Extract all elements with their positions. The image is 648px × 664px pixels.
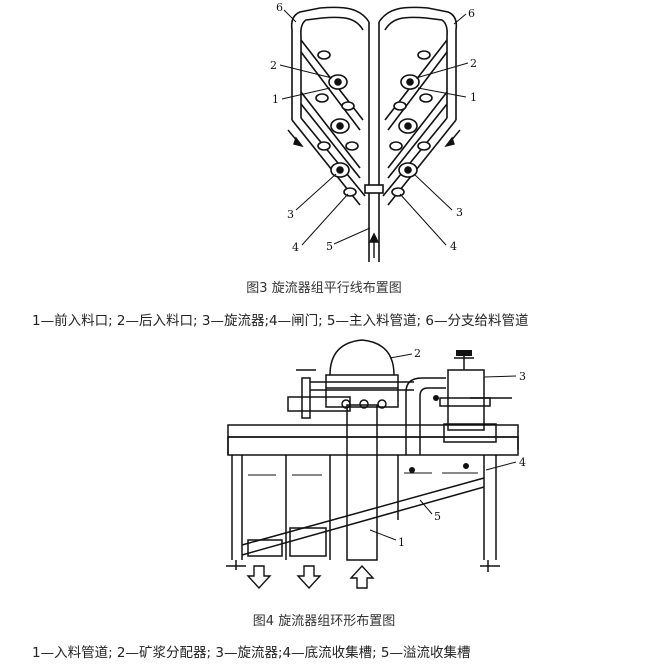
figure-3-legend: 1—前入料口; 2—后入料口; 3—旋流器;4—闸门; 5—主入料管道; 6—分… xyxy=(32,313,529,329)
fig3-callout-6-left: 6 xyxy=(276,1,283,14)
figure-4-ring-layout-diagram: 2 3 4 5 1 xyxy=(226,339,526,590)
figure-3-parallel-layout-diagram: 6 6 2 2 1 1 3 3 4 4 5 xyxy=(270,1,477,262)
fig3-callout-6-right: 6 xyxy=(468,7,475,20)
fig4-callout-4: 4 xyxy=(519,456,526,469)
fig4-callout-3: 3 xyxy=(519,370,526,383)
fig3-callout-3-left: 3 xyxy=(287,208,294,221)
figure-4-caption: 图4 旋流器组环形布置图 xyxy=(252,614,396,629)
fig4-callout-1: 1 xyxy=(398,536,405,549)
fig3-callout-4-left: 4 xyxy=(292,241,299,254)
fig3-callout-2-right: 2 xyxy=(470,57,477,70)
fig3-callout-2-left: 2 xyxy=(270,59,277,72)
fig3-callout-1-left: 1 xyxy=(272,93,279,106)
figure-4-legend: 1—入料管道; 2—矿浆分配器; 3—旋流器;4—底流收集槽; 5—溢流收集槽 xyxy=(32,645,471,661)
fig3-callout-1-right: 1 xyxy=(470,91,477,104)
fig3-callout-3-right: 3 xyxy=(456,206,463,219)
fig3-callout-5: 5 xyxy=(326,240,333,253)
figure-3-caption: 图3 旋流器组平行线布置图 xyxy=(246,281,402,296)
fig3-callout-4-right: 4 xyxy=(450,240,457,253)
fig4-callout-2: 2 xyxy=(414,347,421,360)
fig4-callout-5: 5 xyxy=(434,510,441,523)
